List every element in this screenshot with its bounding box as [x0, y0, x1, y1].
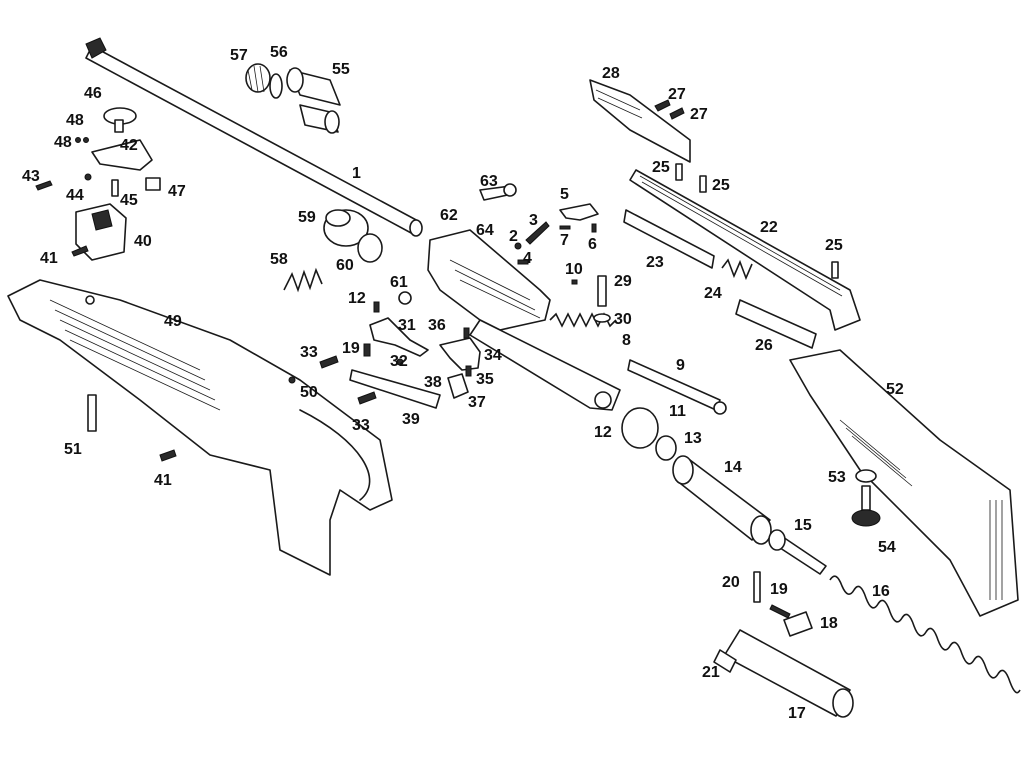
label-9: 9 — [676, 357, 685, 374]
label-3: 3 — [529, 212, 538, 229]
stock-bolt-part — [851, 469, 881, 527]
label-63: 63 — [480, 173, 498, 190]
label-62: 62 — [440, 207, 458, 224]
label-15: 15 — [794, 517, 812, 534]
label-58: 58 — [270, 251, 288, 268]
mainspring-part — [829, 575, 1021, 694]
barrel-part — [85, 37, 423, 237]
label-26: 26 — [755, 337, 773, 354]
label-11: 11 — [669, 403, 686, 420]
label-7: 7 — [560, 232, 569, 249]
label-19: 19 — [342, 340, 360, 357]
o-ring-part — [269, 73, 283, 99]
label-17: 17 — [788, 705, 806, 722]
small-pins-part — [514, 203, 727, 415]
label-51: 51 — [64, 441, 82, 458]
label-50: 50 — [300, 384, 318, 401]
label-64: 64 — [476, 222, 494, 239]
label-10: 10 — [565, 261, 583, 278]
label-24: 24 — [704, 285, 722, 302]
label-8: 8 — [622, 332, 631, 349]
forend-stock-part — [7, 279, 393, 576]
small-screws-part — [35, 137, 161, 257]
label-32: 32 — [390, 353, 408, 370]
muzzle-brake-part — [286, 67, 341, 134]
label-25: 25 — [652, 159, 670, 176]
rear-stock-part — [789, 349, 1019, 617]
label-12: 12 — [348, 290, 366, 307]
seal-ring-part — [655, 435, 677, 461]
label-27: 27 — [668, 86, 686, 103]
label-4: 4 — [523, 250, 532, 267]
label-41: 41 — [40, 250, 58, 267]
knurled-nut-part — [245, 63, 271, 93]
label-27-b: 27 — [690, 106, 708, 123]
label-41-b: 41 — [154, 472, 172, 489]
label-6: 6 — [588, 236, 597, 253]
trigger-group-part — [288, 291, 481, 409]
label-33: 33 — [300, 344, 318, 361]
label-36: 36 — [428, 317, 446, 334]
label-21: 21 — [702, 664, 720, 681]
label-44: 44 — [66, 187, 84, 204]
rear-sight-part — [75, 203, 127, 261]
label-16: 16 — [872, 583, 890, 600]
sight-base-part — [91, 139, 153, 171]
ring-60-part — [357, 233, 383, 263]
label-12-b: 12 — [594, 424, 612, 441]
label-13: 13 — [684, 430, 702, 447]
label-56: 56 — [270, 44, 288, 61]
label-25-b: 25 — [712, 177, 730, 194]
part-number-labels: 1 2 3 4 5 6 7 8 9 10 11 12 12 13 14 15 1… — [22, 44, 904, 722]
label-31: 31 — [398, 317, 416, 334]
label-1: 1 — [352, 165, 361, 182]
label-39: 39 — [402, 411, 420, 428]
clamp-ring-part — [621, 407, 659, 449]
label-55: 55 — [332, 61, 350, 78]
label-33-b: 33 — [352, 417, 370, 434]
label-43: 43 — [22, 168, 40, 185]
label-29: 29 — [614, 273, 632, 290]
label-30: 30 — [614, 311, 632, 328]
label-59: 59 — [298, 209, 316, 226]
label-54: 54 — [878, 539, 896, 556]
label-14: 14 — [724, 459, 742, 476]
label-52: 52 — [886, 381, 904, 398]
label-2: 2 — [509, 228, 518, 245]
label-23: 23 — [646, 254, 664, 271]
label-18: 18 — [820, 615, 838, 632]
label-22: 22 — [760, 219, 778, 236]
label-35: 35 — [476, 371, 494, 388]
label-38: 38 — [424, 374, 442, 391]
label-20: 20 — [722, 574, 740, 591]
receiver-part — [427, 183, 621, 411]
label-5: 5 — [560, 186, 569, 203]
piston-rod-part — [768, 529, 827, 575]
spring-58-part — [283, 267, 323, 293]
label-53: 53 — [828, 469, 846, 486]
label-57: 57 — [230, 47, 248, 64]
label-46: 46 — [84, 85, 102, 102]
label-42: 42 — [120, 137, 138, 154]
label-45: 45 — [120, 192, 138, 209]
sight-knob-part — [103, 107, 137, 133]
label-25-c: 25 — [825, 237, 843, 254]
label-48-b: 48 — [54, 134, 72, 151]
label-34: 34 — [484, 347, 502, 364]
label-28: 28 — [602, 65, 620, 82]
bushing-59-part — [323, 209, 369, 247]
cylinder-tube-part — [672, 455, 772, 545]
label-48: 48 — [66, 112, 84, 129]
piston-body-part — [713, 571, 854, 718]
label-47: 47 — [168, 183, 186, 200]
label-61: 61 — [390, 274, 408, 291]
label-60: 60 — [336, 257, 354, 274]
label-40: 40 — [134, 233, 152, 250]
label-19-b: 19 — [770, 581, 788, 598]
stock-screw-part — [87, 394, 177, 462]
label-37: 37 — [468, 394, 486, 411]
label-49: 49 — [164, 313, 182, 330]
rail-assembly-part — [589, 79, 861, 349]
